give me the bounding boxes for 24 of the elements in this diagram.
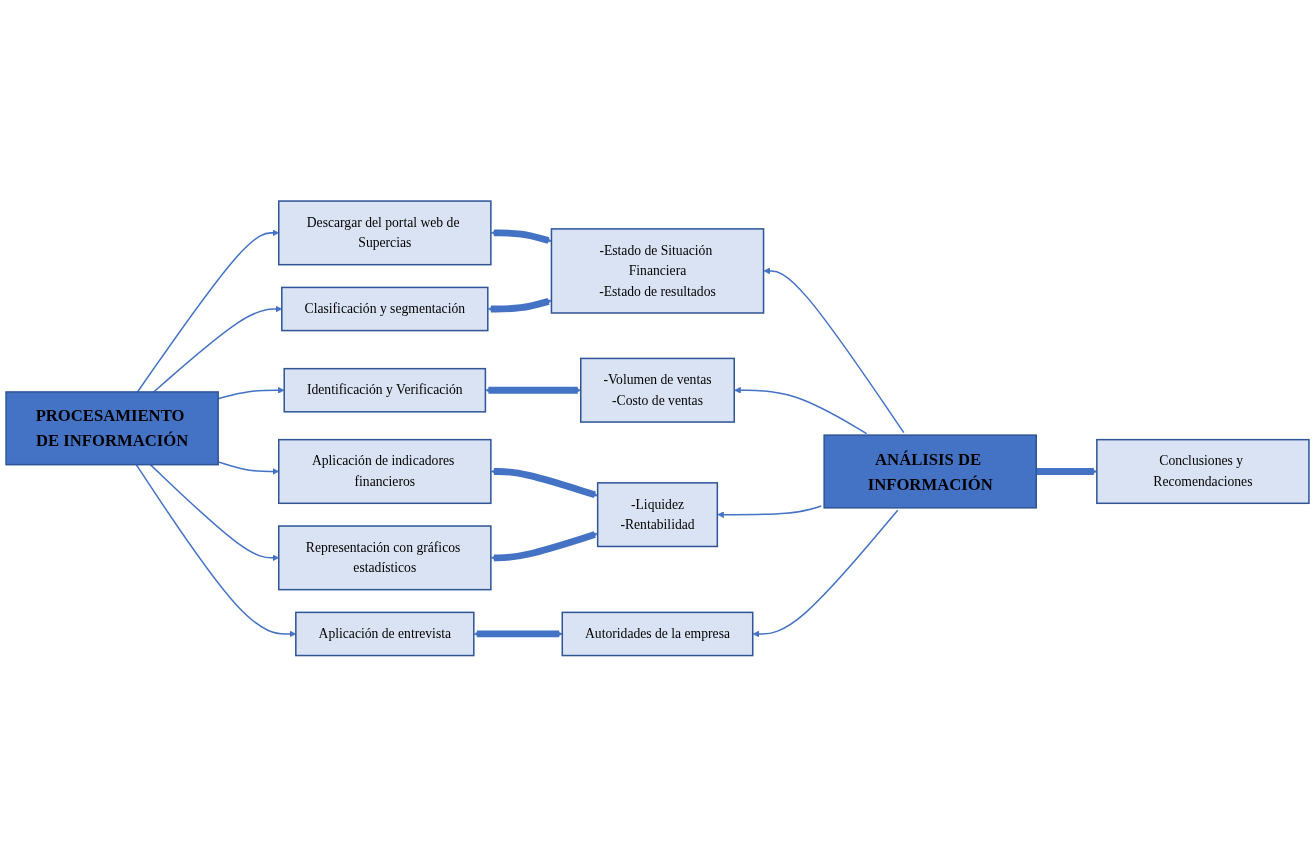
- arrow: [752, 509, 899, 638]
- node-box: Autoridades de la empresa: [561, 611, 754, 657]
- node-box: Representación con gráficos estadísticos: [278, 525, 492, 591]
- arrow: [490, 468, 598, 499]
- arrow: [1036, 468, 1098, 476]
- arrow: [485, 387, 582, 394]
- node-box: Aplicación de entrevista: [295, 611, 475, 657]
- node-box: Descargar del portal web de Supercias: [278, 200, 492, 266]
- node-box: Clasificación y segmentación: [281, 286, 489, 332]
- arrow: [487, 298, 552, 313]
- node-box: Aplicación de indicadores financieros: [278, 439, 492, 505]
- node-box: -Estado de Situación Financiera -Estado de resultados: [550, 228, 765, 314]
- arrow: [490, 531, 598, 562]
- arrow: [763, 267, 905, 434]
- node-box: PROCESAMIENTO DE INFORMACIÓN: [5, 391, 219, 466]
- arrow: [717, 505, 822, 519]
- arrow: [473, 630, 563, 638]
- arrow: [734, 387, 868, 435]
- node-box: ANÁLISIS DE INFORMACIÓN: [823, 434, 1037, 509]
- node-box: Conclusiones y Recomendaciones: [1096, 439, 1310, 505]
- node-box: Identificación y Verificación: [283, 368, 487, 413]
- node-box: -Liquidez -Rentabilidad: [596, 482, 719, 548]
- node-box: -Volumen de ventas -Costo de ventas: [580, 357, 735, 423]
- arrow: [490, 229, 552, 244]
